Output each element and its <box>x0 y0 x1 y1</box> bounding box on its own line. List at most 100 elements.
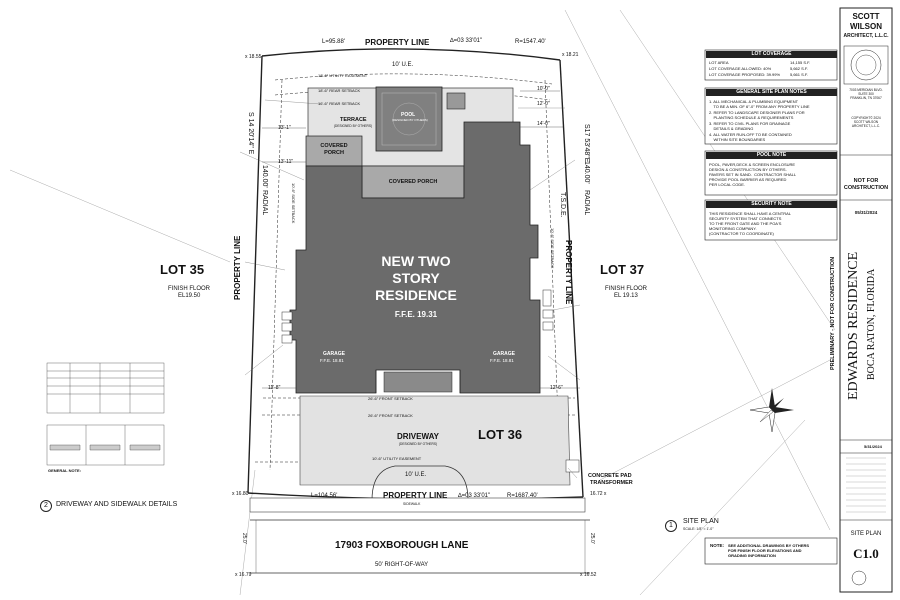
lot-coverage-row-label: LOT COVERAGE PROPOSED: 39.99% <box>709 72 781 77</box>
left-dimension: 140.00' <box>261 165 268 188</box>
equipment-pads <box>281 289 580 473</box>
arc-length-top: L=95.88' <box>322 39 346 45</box>
right-of-way-label: 50' RIGHT-OF-WAY <box>375 562 429 568</box>
dim-13-1: 13'-1" <box>278 125 291 131</box>
side-setback-left: 10'-6" SIDE SETBACK <box>291 183 296 224</box>
garage-left-ffe: F.F.E. 18.81 <box>320 358 344 363</box>
firm-address: 7003 MERIDIAN BLVD. SUITE 300 FRANKLIN, … <box>849 88 883 100</box>
radial-guidelines <box>9 9 836 596</box>
lot-coverage-title: LOT COVERAGE <box>706 51 837 58</box>
dim-12-0: 12'-0" <box>537 101 550 107</box>
pool-note-text: POOL, PAVER,DECK & SCREEN ENCLOSURE DESI… <box>709 162 797 187</box>
general-note-item: 4. ALL WATER RUN-OFF TO BE CONTAINED WIT… <box>709 132 792 142</box>
title-block <box>839 7 893 593</box>
right-bearing: S17 53'48"E <box>583 124 590 163</box>
delta-bottom: ∆=03 33'01" <box>458 493 491 499</box>
concrete-pad-label-2: TRANSFORMER <box>590 480 633 486</box>
front-setback-label-1: 26'-6" FRONT SETBACK <box>368 396 413 401</box>
drawing-date: 05/31/2024 <box>854 210 878 215</box>
garage-left-label: GARAGE <box>323 351 345 357</box>
project-name: EDWARDS RESIDENCE <box>846 251 861 400</box>
driveway-area <box>299 395 571 486</box>
not-for-construction-1: NOT FOR <box>853 178 879 184</box>
lot-coverage-row-value: 5,662 S.F. <box>790 66 809 71</box>
residence-ffe: F.F.E. 19.31 <box>394 310 438 319</box>
spot-elev-br2: x 16.52 <box>580 572 597 578</box>
finish-floor-right-2: EL 19.13 <box>614 293 638 299</box>
site-plan-scale: SCALE: 1/8" = 1'-0" <box>683 527 714 531</box>
dimension-lines <box>255 90 586 573</box>
dim-10-0: 10'-0" <box>537 86 550 92</box>
property-line-top-label: PROPERTY LINE <box>365 38 430 47</box>
dim-25-right: 25.0' <box>589 533 595 544</box>
util-easement-label-bottom: 10'-6" UTILITY EASEMENT <box>372 456 422 461</box>
site-plan-title: SITE PLAN <box>683 518 719 525</box>
util-easement-label-top: 18'-6" UTILITY EASEMENT <box>318 73 368 78</box>
covered-porch-center-label: COVERED PORCH <box>388 179 438 185</box>
lot-37-label: LOT 37 <box>600 262 645 277</box>
issue-date: 5/31/2024 <box>864 444 882 449</box>
spa <box>446 92 466 110</box>
sidewalk <box>249 497 586 513</box>
spot-elev-tr: x 18.21 <box>562 52 579 58</box>
driveway-label: DRIVEWAY <box>397 432 439 441</box>
dim-13-11: 13'-11" <box>278 159 294 165</box>
firm-name-2: WILSON <box>850 22 882 31</box>
delta-top: ∆=03 33'01" <box>450 38 483 44</box>
detail-number-circle: 2 <box>40 500 52 512</box>
residence-title-3: RESIDENCE <box>375 287 457 303</box>
general-note-item: 1. ALL MECHANICAL & PLUMBING EQUIPMENT T… <box>709 99 810 109</box>
spot-elev-bl2: x 16.79 <box>235 572 252 578</box>
concrete-pad-label-1: CONCRETE PAD <box>588 473 632 479</box>
detail-title: DRIVEWAY AND SIDEWALK DETAILS <box>56 501 178 508</box>
preliminary-stamp: PRELIMINARY - NOT FOR CONSTRUCTION <box>830 256 836 370</box>
note-box-label: NOTE: <box>710 543 724 548</box>
street-name: 17903 FOXBOROUGH LANE <box>335 540 469 551</box>
dim-25-left: 25.0' <box>241 533 247 544</box>
lot-coverage-row-value: 5,661 S.F. <box>790 72 809 77</box>
note-box-text: SEE ADDITIONAL DRAWINGS BY OTHERS FOR FI… <box>728 543 810 558</box>
rear-setback-label-1: 18'-6" REAR SETBACK <box>318 88 361 93</box>
sidewalk-label: SIDEWALK <box>403 502 421 506</box>
radius-bottom: R=1687.40' <box>507 493 538 499</box>
sheet-name: SITE PLAN <box>850 531 882 537</box>
leader-lines <box>239 99 581 479</box>
tsde-label: T.S.D.E. <box>559 192 566 218</box>
side-setback-right: 10'-6" SIDE SETBACK <box>550 228 555 269</box>
residence-title-1: NEW TWO <box>381 253 451 269</box>
pool <box>375 86 443 152</box>
rear-setback-label-2: 16'-6" REAR SETBACK <box>318 101 361 106</box>
finish-floor-right-1: FINISH FLOOR <box>605 286 648 292</box>
spot-elev-tl: x 18.55 <box>245 54 262 60</box>
garage-right-ffe: F.F.E. 18.81 <box>490 358 514 363</box>
property-line-left-label: PROPERTY LINE <box>233 235 242 300</box>
garage-right-label: GARAGE <box>493 351 515 357</box>
not-for-construction-2: CONSTRUCTION <box>843 185 889 191</box>
pool-label: POOL <box>401 112 416 118</box>
spot-elev-br: 16.72 x <box>590 491 607 497</box>
utility-easement-top: 10' U.E. <box>392 62 414 68</box>
terrace-sub-label: (DESIGNED BY OTHERS) <box>334 124 373 128</box>
lot-coverage-row-label: LOT COVERAGE ALLOWED: 40% <box>709 66 772 71</box>
dim-11-8: 11'-8" <box>268 385 281 391</box>
north-arrow <box>749 388 794 433</box>
pool-sub-label: (DESIGNED BY OTHERS) <box>392 118 428 122</box>
property-line-right-label: PROPERTY LINE <box>564 240 573 305</box>
arc-length-bottom: L=104.56' <box>311 493 338 499</box>
right-radial: RADIAL <box>583 190 590 216</box>
lot-coverage-row-value: 14,155 S.F. <box>790 60 811 65</box>
lot-coverage-row-label: LOT AREA <box>709 60 729 65</box>
covered-porch-center <box>361 165 465 199</box>
project-location: BOCA RATON, FLORIDA <box>866 268 877 380</box>
firm-name-1: SCOTT <box>852 12 880 21</box>
lot-35-label: LOT 35 <box>160 262 205 277</box>
right-dimension: 140.00' <box>583 161 590 184</box>
spot-elev-bl: x 16.80 <box>232 491 249 497</box>
dim-12-6: 12'-6" <box>550 385 563 391</box>
covered-porch-left <box>305 135 363 167</box>
radius-top: R=1547.40' <box>515 39 546 45</box>
terrace-label: TERRACE <box>340 117 367 123</box>
security-note-title: SECURITY NOTE <box>706 201 837 208</box>
dim-14-0: 14'-0" <box>537 121 550 127</box>
